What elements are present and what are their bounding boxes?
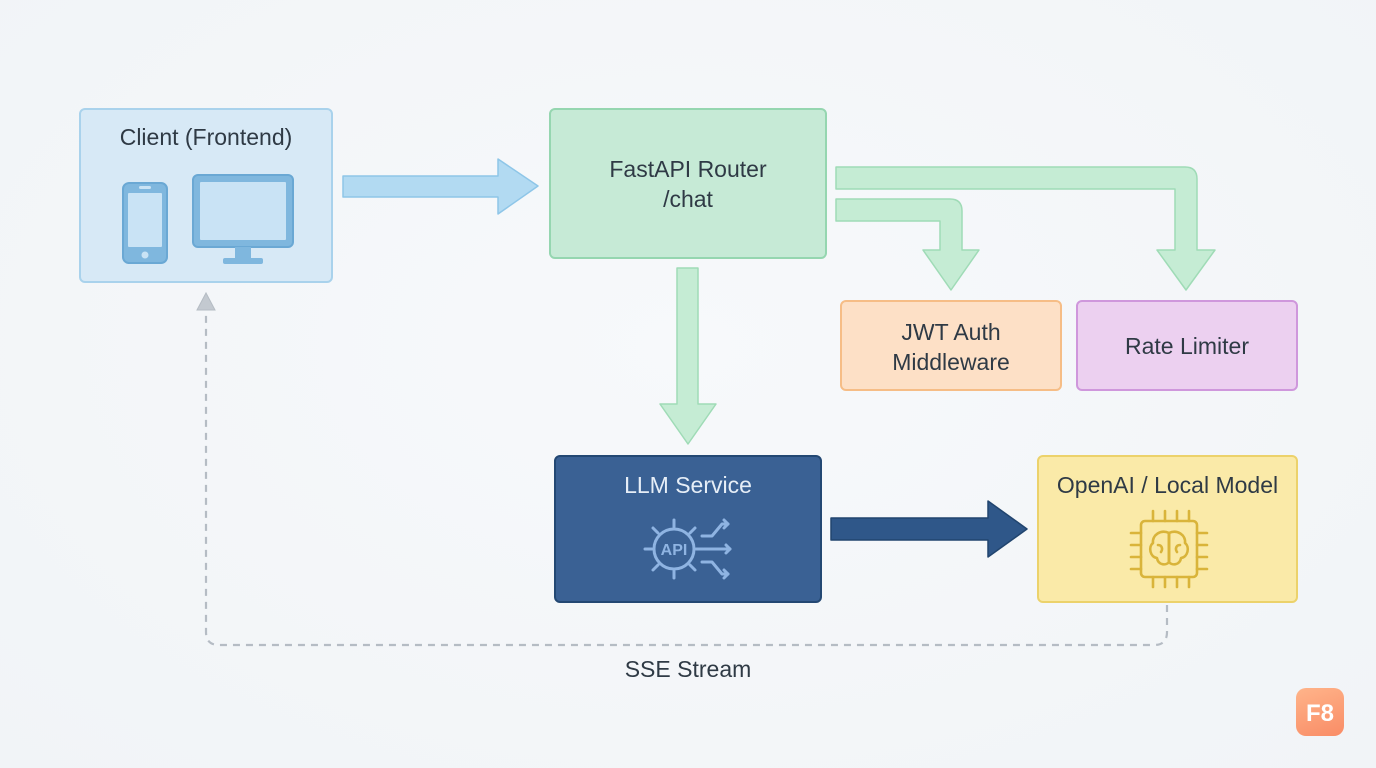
rate-limiter-label: Rate Limiter bbox=[1125, 333, 1249, 359]
llm-service-node: LLM Service API bbox=[554, 455, 822, 603]
llm-service-label: LLM Service bbox=[624, 472, 752, 498]
sse-stream-label: SSE Stream bbox=[624, 656, 752, 682]
arrow-client-to-router bbox=[342, 158, 539, 215]
router-label-line1: FastAPI Router bbox=[609, 156, 767, 182]
arrow-router-to-jwt bbox=[835, 198, 980, 291]
logo-text: F8 bbox=[1306, 700, 1334, 727]
f8-logo-svg: F8 bbox=[1306, 700, 1334, 727]
jwt-label: JWT Auth Middleware bbox=[842, 317, 1060, 377]
api-gear-icon: API bbox=[643, 518, 732, 580]
fastapi-router-node: FastAPI Router /chat bbox=[549, 108, 827, 259]
client-frontend-node: Client (Frontend) bbox=[79, 108, 333, 283]
smartphone-icon bbox=[122, 182, 168, 264]
router-label-line2: /chat bbox=[663, 186, 713, 212]
jwt-label-line2: Middleware bbox=[892, 349, 1010, 375]
f8-logo-badge: F8 bbox=[1296, 688, 1344, 736]
api-icon-text: API bbox=[661, 542, 688, 559]
sse-arrowhead bbox=[196, 291, 216, 311]
jwt-auth-node: JWT Auth Middleware bbox=[840, 300, 1062, 391]
sse-stream-dashed-line bbox=[204, 312, 1169, 647]
monitor-icon bbox=[192, 174, 294, 264]
rate-limiter-node: Rate Limiter bbox=[1076, 300, 1298, 391]
router-label: FastAPI Router /chat bbox=[551, 154, 825, 214]
brain-chip-icon bbox=[1129, 509, 1209, 589]
jwt-label-line1: JWT Auth bbox=[901, 319, 1001, 345]
arrow-llm-to-model bbox=[830, 500, 1028, 558]
openai-local-model-node: OpenAI / Local Model bbox=[1037, 455, 1298, 603]
arrow-router-to-llm bbox=[659, 267, 717, 445]
client-label: Client (Frontend) bbox=[119, 124, 293, 150]
model-label: OpenAI / Local Model bbox=[1056, 472, 1279, 498]
arrow-router-to-rate-limiter bbox=[835, 166, 1216, 291]
